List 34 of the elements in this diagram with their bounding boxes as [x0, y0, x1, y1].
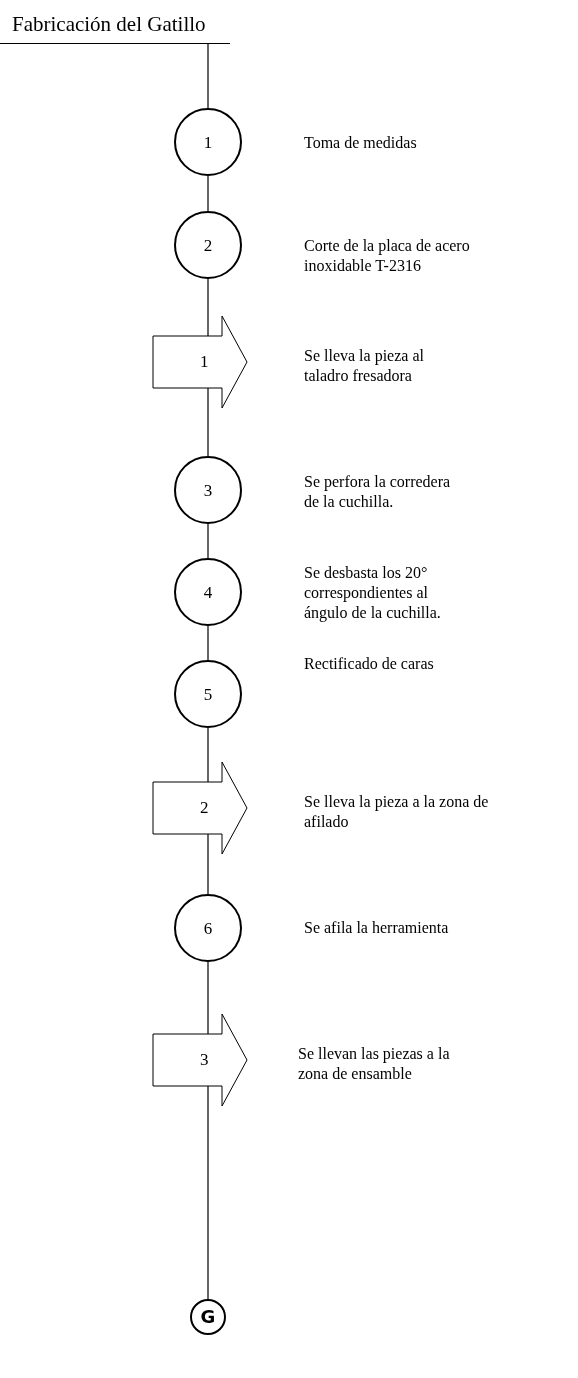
connector-line — [207, 523, 209, 559]
step-description: Se afila la herramienta — [304, 918, 450, 938]
transport-symbol — [152, 315, 248, 409]
transport-symbol — [152, 1013, 248, 1107]
connector-line — [207, 278, 209, 337]
step-number: 1 — [200, 353, 209, 370]
step-number: 2 — [203, 236, 213, 254]
connector-line — [207, 833, 209, 895]
step-number: 5 — [203, 685, 213, 703]
step-number: 4 — [203, 583, 213, 601]
connector-line — [207, 625, 209, 661]
end-letter: G — [200, 1308, 216, 1326]
connector-line — [207, 1085, 209, 1300]
step-description: Toma de medidas — [304, 133, 418, 153]
transport-symbol — [152, 761, 248, 855]
step-number: 2 — [200, 799, 209, 816]
connector-line — [207, 727, 209, 783]
step-description: Se llevan las piezas a la zona de ensamble — [298, 1044, 451, 1084]
connector-line — [207, 387, 209, 457]
step-description: Se perfora la corredera de la cuchilla. — [304, 472, 452, 512]
step-description: Se desbasta los 20° correspondientes al ángulo de la cuchilla. — [304, 563, 442, 623]
step-number: 3 — [203, 481, 213, 499]
connector-line — [207, 43, 209, 109]
step-description: Se lleva la pieza al taladro fresadora — [304, 346, 425, 386]
connector-line — [207, 961, 209, 1035]
step-number: 6 — [203, 919, 213, 937]
step-number: 1 — [203, 133, 213, 151]
step-description: Corte de la placa de acero inoxidable T-2316 — [304, 236, 471, 276]
step-description: Se lleva la pieza a la zona de afilado — [304, 792, 489, 832]
step-description: Rectificado de caras — [304, 654, 435, 674]
step-number: 3 — [200, 1051, 209, 1068]
connector-line — [207, 175, 209, 212]
title-heading: Fabricación del Gatillo — [0, 12, 230, 44]
end-circle — [190, 1299, 226, 1335]
